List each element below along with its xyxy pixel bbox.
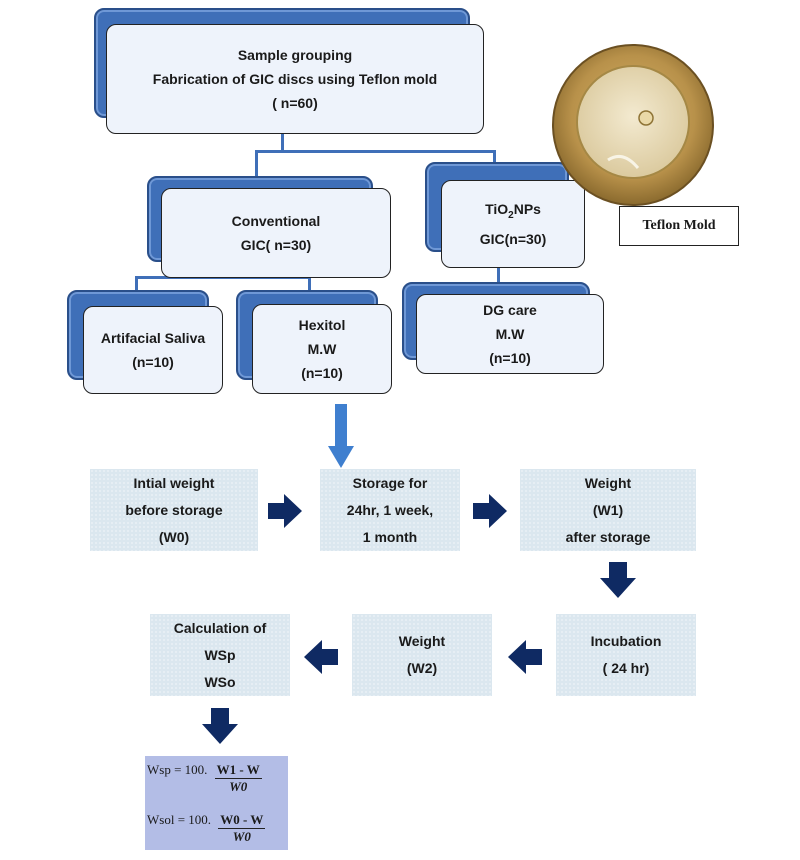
connector-line — [493, 150, 496, 166]
grouping-subtitle: Fabrication of GIC discs using Teflon mo… — [152, 71, 438, 87]
teflon-mold-caption: Teflon Mold — [619, 206, 739, 246]
down-arrow-icon — [600, 562, 636, 598]
teflon-mold-photo — [552, 44, 714, 206]
incubation-step: Incubation ( 24 hr) — [556, 614, 696, 696]
sample-grouping-box: Sample grouping Fabrication of GIC discs… — [94, 8, 486, 136]
dgcare-label: DG care — [483, 302, 537, 318]
storage-step: Storage for 24hr, 1 week, 1 month — [320, 469, 460, 551]
tio2-label: TiO2NPs — [485, 200, 541, 221]
calculation-step: Calculation of WSp WSo — [150, 614, 290, 696]
weight-w2-step: Weight (W2) — [352, 614, 492, 696]
down-arrow-icon — [202, 708, 238, 744]
tio2-gic-box: TiO2NPs GIC(n=30) — [425, 162, 587, 268]
saliva-label: Artifacial Saliva — [100, 330, 206, 346]
connector-line — [281, 122, 284, 152]
conventional-count: GIC( n=30) — [240, 237, 312, 253]
down-arrow-icon — [328, 404, 354, 468]
hexitol-type: M.W — [307, 341, 337, 357]
connector-line — [497, 266, 500, 284]
dgcare-type: M.W — [495, 326, 525, 342]
initial-weight-step: Intial weight before storage (W0) — [90, 469, 258, 551]
saliva-count: (n=10) — [132, 354, 174, 370]
left-arrow-icon — [508, 640, 542, 674]
conventional-gic-box: Conventional GIC( n=30) — [147, 176, 391, 280]
connector-line — [135, 276, 138, 292]
artificial-saliva-box: Artifacial Saliva (n=10) — [67, 290, 225, 396]
right-arrow-icon — [268, 494, 302, 528]
dgcare-count: (n=10) — [489, 350, 531, 366]
weight-w1-step: Weight (W1) after storage — [520, 469, 696, 551]
hexitol-label: Hexitol — [298, 317, 346, 333]
conventional-label: Conventional — [231, 213, 321, 229]
left-arrow-icon — [304, 640, 338, 674]
hexitol-box: Hexitol M.W (n=10) — [236, 290, 394, 396]
hexitol-count: (n=10) — [301, 365, 343, 381]
connector-line — [255, 150, 258, 178]
tio2-count: GIC(n=30) — [479, 231, 547, 248]
connector-line — [255, 150, 495, 153]
dg-care-box: DG care M.W (n=10) — [402, 282, 606, 376]
grouping-title: Sample grouping — [237, 47, 353, 63]
grouping-count: ( n=60) — [272, 95, 318, 111]
connector-line — [308, 276, 311, 292]
right-arrow-icon — [473, 494, 507, 528]
